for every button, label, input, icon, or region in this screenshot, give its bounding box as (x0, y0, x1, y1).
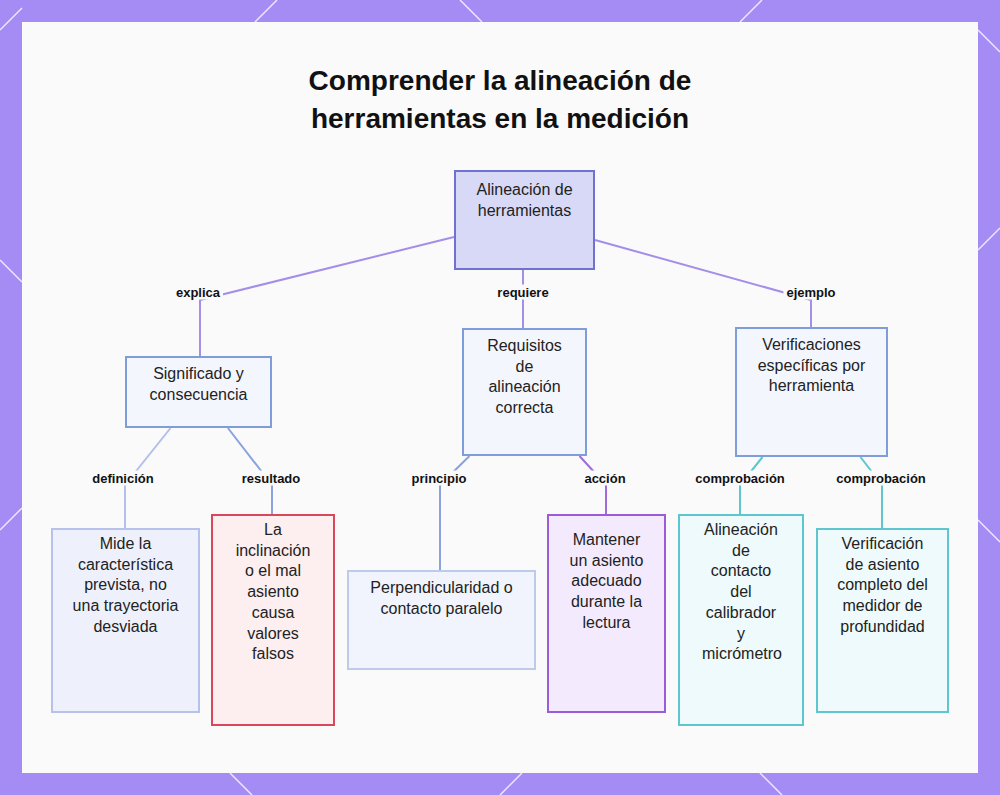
concept-box: Verificaciones específicas por herramien… (735, 327, 888, 457)
edge-label: ejemplo (783, 285, 838, 300)
connector-line (595, 240, 811, 327)
connector-line (740, 457, 763, 514)
node-text: Requisitos de alineación correcta (484, 336, 565, 419)
node-text: Perpendicularidad o contacto paralelo (361, 578, 522, 619)
connector-line (522, 270, 524, 328)
connector-line (580, 456, 607, 514)
concept-box: Mide la característica prevista, no una … (51, 528, 200, 713)
connector-line (860, 457, 882, 528)
concept-box: Alineación de herramientas (454, 170, 595, 270)
connector-line (440, 456, 470, 570)
node-text: Alineación de herramientas (474, 180, 575, 221)
edge-label: definición (89, 471, 156, 486)
concept-box: Verificación de asiento completo del med… (816, 528, 949, 713)
connector-line (125, 428, 171, 528)
node-text: Mide la característica prevista, no una … (71, 534, 180, 638)
diagram-title: Comprender la alineación de herramientas… (270, 62, 730, 138)
edge-label: explica (173, 285, 223, 300)
connector-line (200, 237, 454, 356)
node-text: Verificación de asiento completo del med… (836, 534, 929, 638)
concept-box: La inclinación o el mal asiento causa va… (211, 514, 335, 726)
node-text: La inclinación o el mal asiento causa va… (233, 520, 313, 665)
node-text: Significado y consecuencia (143, 364, 254, 405)
concept-box: Significado y consecuencia (125, 356, 272, 428)
concept-box: Alineación de contacto del calibrador y … (678, 514, 804, 726)
white-panel (22, 22, 978, 773)
concept-box: Requisitos de alineación correcta (462, 328, 587, 456)
node-text: Mantener un asiento adecuado durante la … (569, 530, 644, 634)
connector-line (228, 428, 272, 514)
concept-box: Perpendicularidad o contacto paralelo (347, 570, 536, 670)
concept-box: Mantener un asiento adecuado durante la … (547, 514, 666, 713)
node-text: Verificaciones específicas por herramien… (757, 335, 866, 397)
edge-label: principio (409, 471, 470, 486)
edge-label: comprobación (692, 471, 788, 486)
node-text: Alineación de contacto del calibrador y … (702, 520, 780, 665)
